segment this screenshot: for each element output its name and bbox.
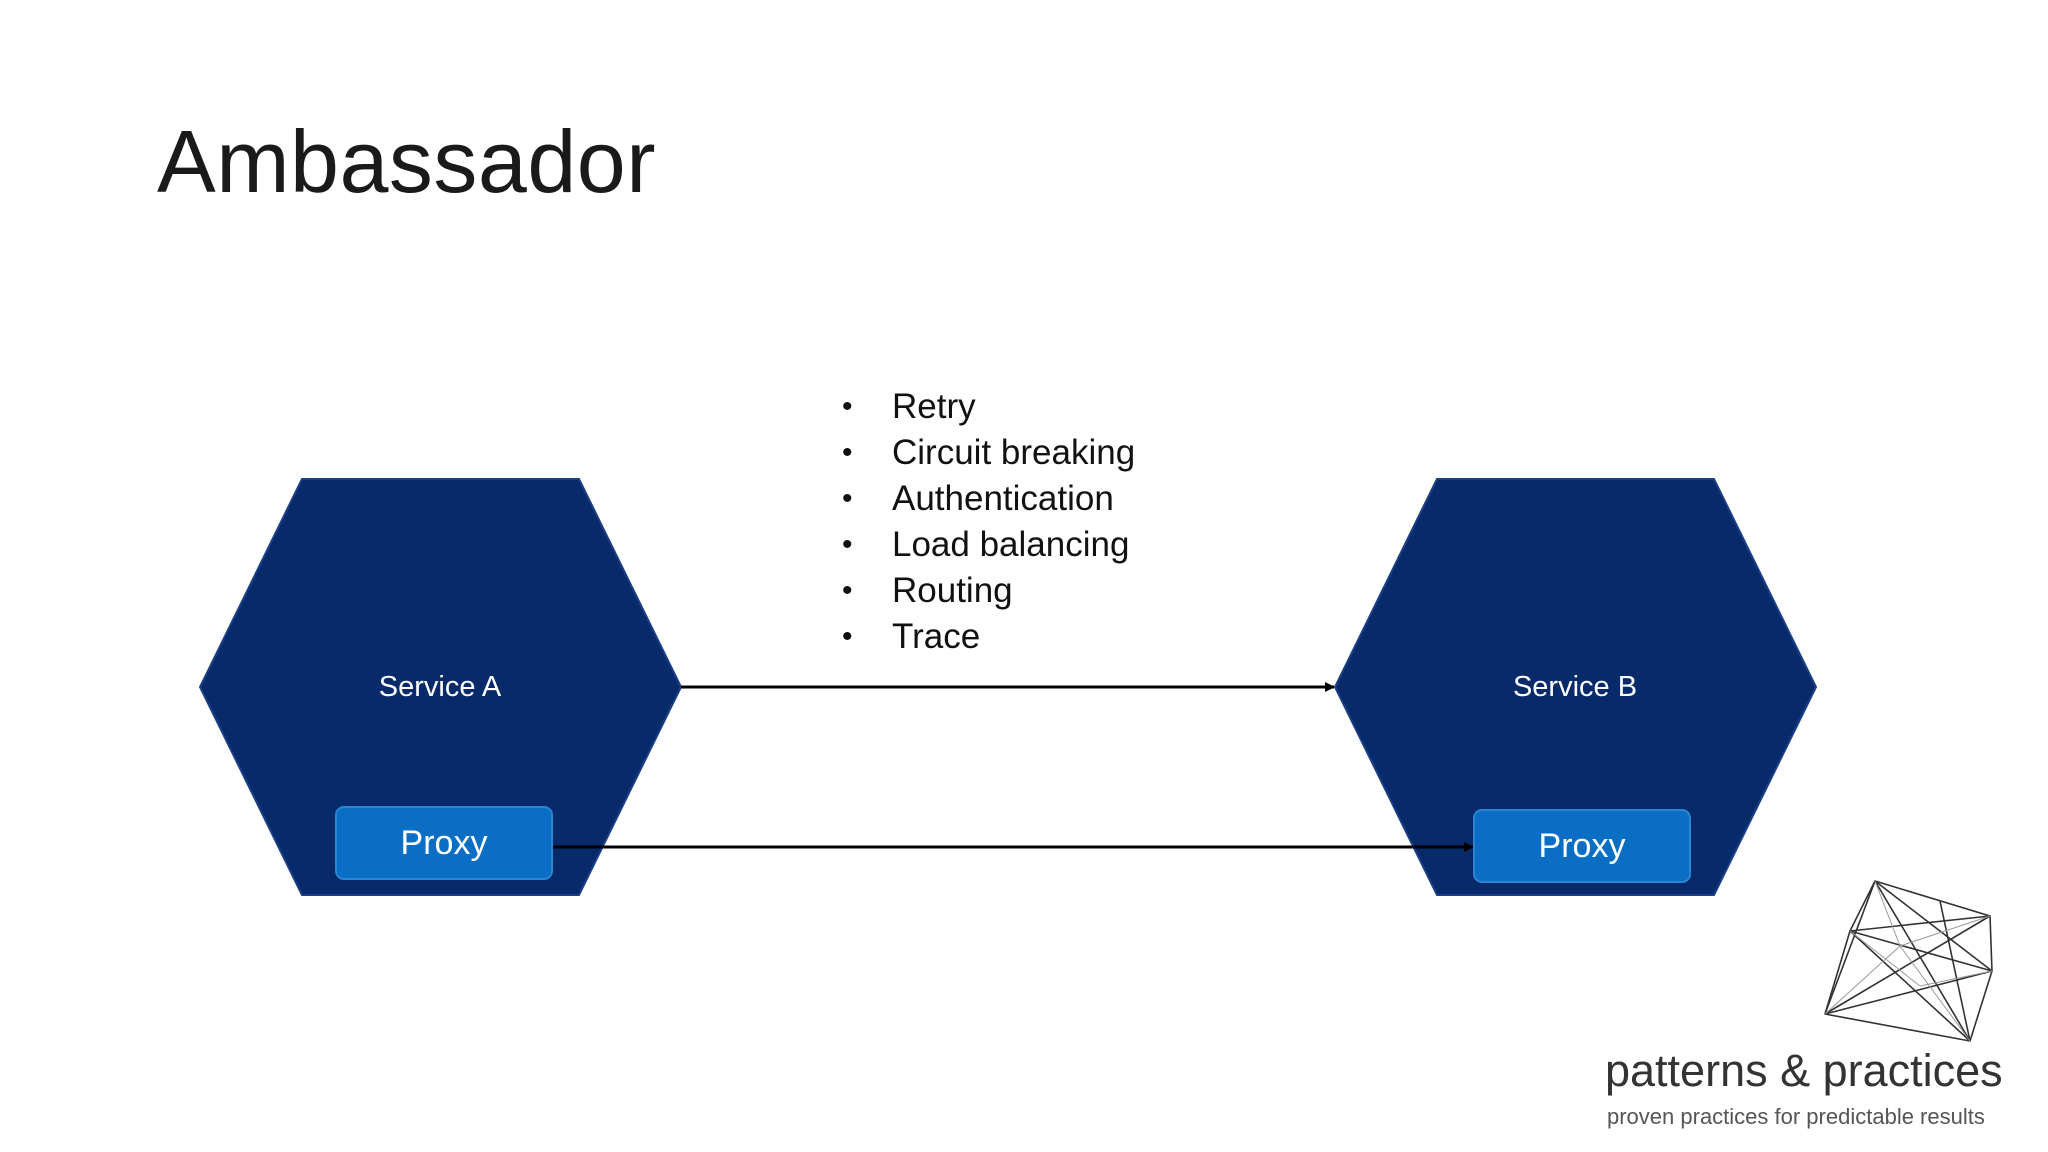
service-b-hexagon[interactable] (1333, 478, 1818, 896)
list-item: Circuit breaking (840, 430, 1135, 476)
logo-tagline: proven practices for predictable results (1607, 1104, 1985, 1129)
logo-name: patterns & practices (1605, 1045, 2003, 1096)
feature-list: Retry Circuit breaking Authentication Lo… (840, 384, 1135, 660)
service-b-label: Service B (1512, 671, 1638, 703)
service-a-label: Service A (378, 671, 502, 703)
slide-title: Ambassador (157, 112, 657, 211)
list-item: Retry (840, 384, 1135, 430)
wireframe-polyhedron-icon (1824, 880, 1993, 1042)
list-item: Authentication (840, 476, 1135, 522)
service-b-proxy[interactable]: Proxy (1473, 809, 1691, 883)
service-a-proxy[interactable]: Proxy (335, 806, 553, 880)
list-item: Trace (840, 614, 1135, 660)
patterns-practices-logo: patterns & practices proven practices fo… (1600, 870, 2020, 1140)
list-item: Routing (840, 568, 1135, 614)
proxy-label: Proxy (1538, 826, 1626, 865)
service-a-hexagon[interactable] (198, 478, 683, 896)
list-item: Load balancing (840, 522, 1135, 568)
proxy-label: Proxy (400, 823, 488, 862)
